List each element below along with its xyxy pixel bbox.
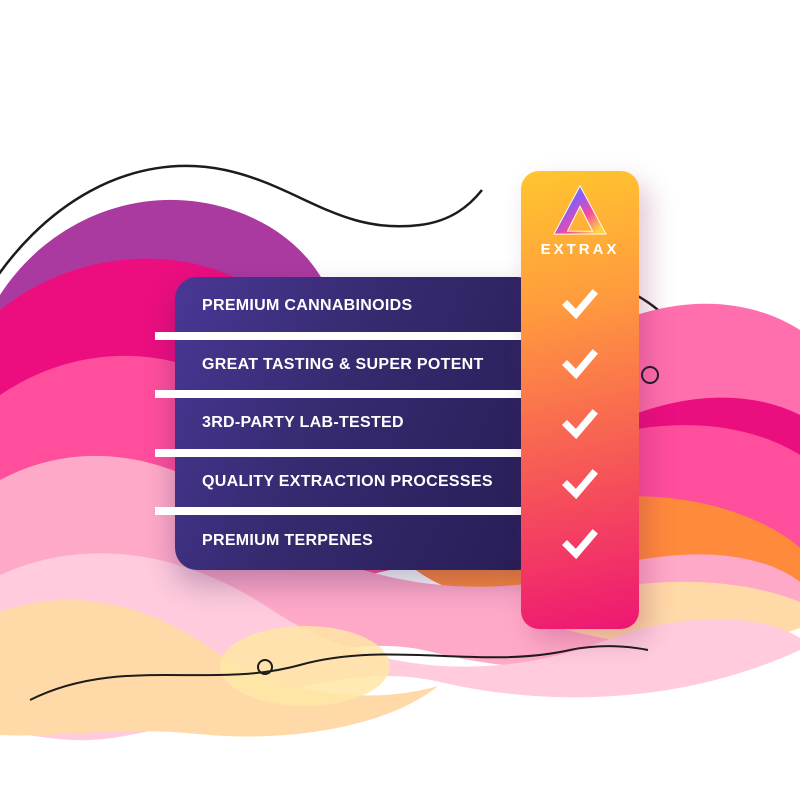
extrax-triangle-logo-icon: [553, 184, 607, 235]
feature-row-premium-cannabinoids: PREMIUM CANNABINOIDS: [175, 277, 540, 336]
feature-list: PREMIUM CANNABINOIDS GREAT TASTING & SUP…: [155, 277, 540, 570]
row-separator: [155, 448, 540, 457]
row-separator: [155, 390, 540, 399]
brand-name: EXTRAX: [540, 241, 620, 258]
check-icon: [562, 409, 598, 440]
decorative-circle-bottom: [257, 659, 273, 675]
feature-row-extraction: QUALITY EXTRACTION PROCESSES: [175, 453, 540, 512]
check-icon: [562, 289, 598, 320]
feature-label: 3RD-PARTY LAB-TESTED: [202, 414, 404, 432]
feature-label: PREMIUM CANNABINOIDS: [202, 297, 413, 315]
feature-label: QUALITY EXTRACTION PROCESSES: [202, 473, 493, 491]
feature-panel: PREMIUM CANNABINOIDS GREAT TASTING & SUP…: [155, 277, 540, 570]
row-separator: [155, 507, 540, 516]
brand-logo: EXTRAX: [521, 184, 639, 258]
feature-label: GREAT TASTING & SUPER POTENT: [202, 355, 484, 373]
feature-row-terpenes: PREMIUM TERPENES: [175, 511, 540, 570]
check-icon: [562, 529, 598, 560]
check-icon: [562, 469, 598, 500]
check-icon: [562, 349, 598, 380]
row-separator: [155, 331, 540, 340]
decorative-circle-right: [641, 366, 659, 384]
feature-row-lab-tested: 3RD-PARTY LAB-TESTED: [175, 394, 540, 453]
feature-label: PREMIUM TERPENES: [202, 531, 374, 549]
feature-row-great-tasting: GREAT TASTING & SUPER POTENT: [175, 336, 540, 395]
brand-check-column: EXTRAX: [521, 171, 639, 629]
decorative-outline-curves-front: [29, 366, 659, 701]
